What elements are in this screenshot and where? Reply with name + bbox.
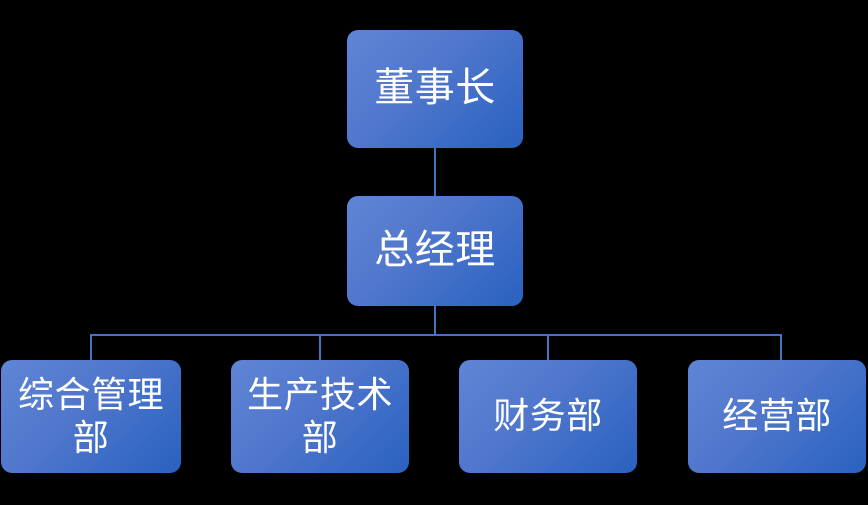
connector-drop-department-4 (780, 334, 782, 361)
node-general-manager-label: 总经理 (374, 228, 496, 273)
connector-drop-department-1 (90, 334, 92, 361)
connector-department-bus (90, 334, 782, 336)
node-general-manager[interactable]: 总经理 (347, 196, 523, 306)
node-department-finance[interactable]: 财务部 (459, 360, 637, 473)
node-department-label: 经营部 (722, 395, 832, 437)
node-department-label: 财务部 (493, 395, 603, 437)
node-department-label: 生产技术部 (246, 374, 393, 458)
node-chairman-label: 董事长 (374, 66, 496, 111)
connector-drop-department-2 (319, 334, 321, 361)
node-department-operations[interactable]: 经营部 (688, 360, 866, 473)
node-department-production-technology[interactable]: 生产技术部 (231, 360, 409, 473)
node-department-comprehensive-management[interactable]: 综合管理部 (1, 360, 181, 473)
connector-drop-department-3 (547, 334, 549, 361)
node-department-label: 综合管理部 (17, 374, 164, 458)
connector-chairman-to-general-manager (434, 148, 436, 196)
connector-general-manager-trunk (434, 306, 436, 335)
node-chairman[interactable]: 董事长 (347, 30, 523, 148)
